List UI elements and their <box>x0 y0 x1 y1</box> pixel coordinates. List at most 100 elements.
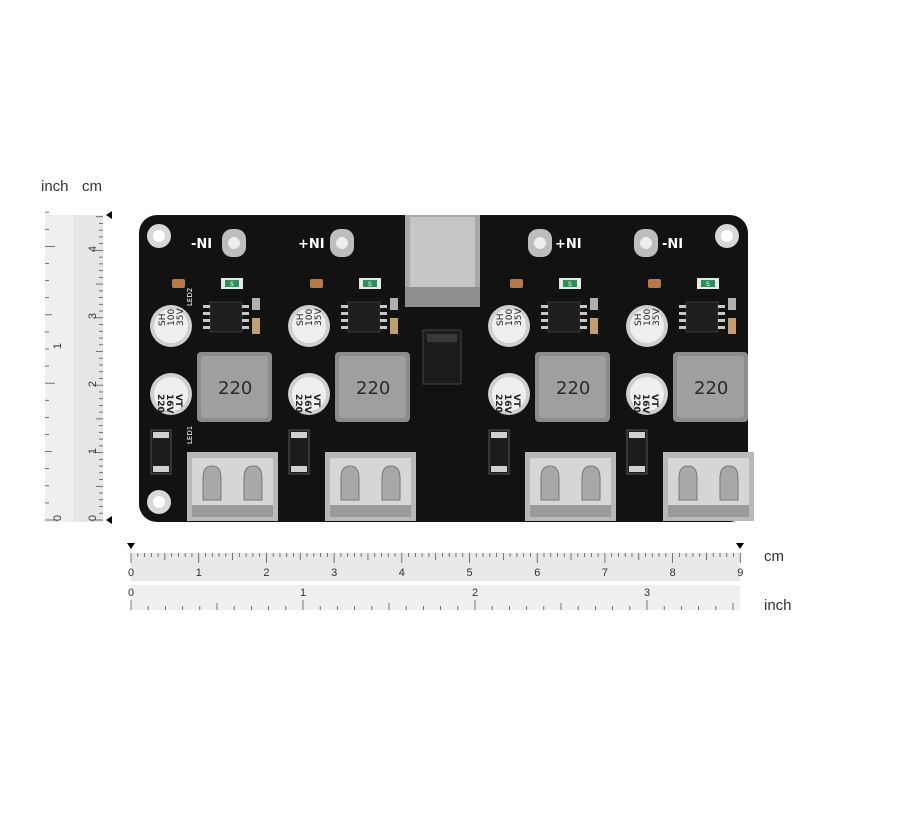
smd-diode <box>488 429 510 475</box>
capacitor-marking: SH <box>634 314 644 326</box>
inductor-marking: 220 <box>556 378 590 399</box>
input-minus-label: -NI <box>191 237 212 252</box>
capacitor-marking: VT <box>511 394 521 408</box>
smd-diode <box>288 429 310 475</box>
ic-pin <box>679 319 686 322</box>
capacitor-marking: SH <box>158 314 168 326</box>
ic-pin <box>541 326 548 329</box>
usb-a-port <box>325 452 416 521</box>
capacitor-marking: 35V <box>652 308 662 326</box>
ruler-right-marker <box>736 543 744 549</box>
smd-diode <box>626 429 648 475</box>
inductor-marking: 220 <box>218 378 252 399</box>
vertical-cm-label: cm <box>82 178 102 195</box>
ic-pin <box>679 312 686 315</box>
ic-pin <box>580 305 587 308</box>
usb-a-port <box>187 452 278 521</box>
ic-pin <box>541 305 548 308</box>
power-inductor: 220 <box>197 352 272 422</box>
diode <box>422 329 462 385</box>
mounting-hole <box>715 224 739 248</box>
usb-a-port <box>525 452 616 521</box>
smd-resistor <box>728 298 736 310</box>
ic-pin <box>718 319 725 322</box>
capacitor-marking: VT <box>311 394 321 408</box>
horizontal-inch-tick: 3 <box>644 587 651 599</box>
inductor-marking: 220 <box>356 378 390 399</box>
horizontal-cm-tick: 2 <box>263 567 270 579</box>
led-label: LED2 <box>186 288 194 306</box>
capacitor-marking: 35V <box>514 308 524 326</box>
ic-pin <box>380 305 387 308</box>
capacitor-marking: 100 <box>505 309 515 326</box>
ic-pin <box>242 312 249 315</box>
smd-diode <box>150 429 172 475</box>
solder-pad <box>634 229 658 257</box>
smd-marked-part-body <box>363 280 377 287</box>
smd-mark-text: S <box>568 281 572 288</box>
capacitor-marking: 220 <box>293 394 303 413</box>
smd-mark-text: S <box>368 281 372 288</box>
inductor-marking: 220 <box>694 378 728 399</box>
capacitor-marking: 16V <box>302 394 312 414</box>
power-inductor: 220 <box>335 352 410 422</box>
ic-pin <box>541 312 548 315</box>
vertical-ruler <box>45 211 112 524</box>
smd-marked-part-body <box>701 280 715 287</box>
ruler-bottom-marker <box>106 516 112 524</box>
capacitor-marking: 16V <box>164 394 174 414</box>
vertical-cm-tick: 2 <box>87 380 100 388</box>
capacitor-marking: VT <box>649 394 659 408</box>
ic-pin <box>718 305 725 308</box>
vertical-cm-tick: 0 <box>87 514 100 522</box>
ruler-left-marker <box>127 543 135 549</box>
smd-resistor <box>590 298 598 310</box>
ic-pin <box>341 326 348 329</box>
ic-pin <box>580 319 587 322</box>
smd-capacitor <box>728 318 736 334</box>
ic-pin <box>341 305 348 308</box>
smd-resistor <box>648 279 661 288</box>
horizontal-inch-tick: 0 <box>128 587 135 599</box>
horizontal-cm-tick: 8 <box>669 567 676 579</box>
ic-pin <box>203 319 210 322</box>
input-plus-label: +NI <box>298 237 325 252</box>
ic-pin <box>718 326 725 329</box>
horizontal-cm-tick: 9 <box>737 567 744 579</box>
smd-capacitor <box>252 318 260 334</box>
smd-marked-part-body <box>225 280 239 287</box>
horizontal-ruler <box>127 543 744 610</box>
usb-a-port <box>663 452 754 521</box>
smd-marked-part-body <box>563 280 577 287</box>
mounting-hole <box>147 224 171 248</box>
ic-pin <box>341 319 348 322</box>
capacitor-marking: SH <box>296 314 306 326</box>
smd-resistor <box>252 298 260 310</box>
smd-capacitor <box>590 318 598 334</box>
ic-chip <box>685 301 719 333</box>
ic-pin <box>580 312 587 315</box>
horizontal-cm-tick: 4 <box>398 567 405 579</box>
horizontal-cm-tick: 1 <box>195 567 202 579</box>
vertical-inch-tick: 1 <box>52 342 65 350</box>
ic-pin <box>679 326 686 329</box>
ic-chip <box>209 301 243 333</box>
vertical-cm-tick: 3 <box>87 312 100 320</box>
smd-capacitor <box>390 318 398 334</box>
led-label: LED1 <box>186 426 194 444</box>
ic-pin <box>380 312 387 315</box>
smd-resistor <box>310 279 323 288</box>
horizontal-inch-label: inch <box>764 597 792 614</box>
horizontal-cm-tick: 0 <box>128 567 135 579</box>
